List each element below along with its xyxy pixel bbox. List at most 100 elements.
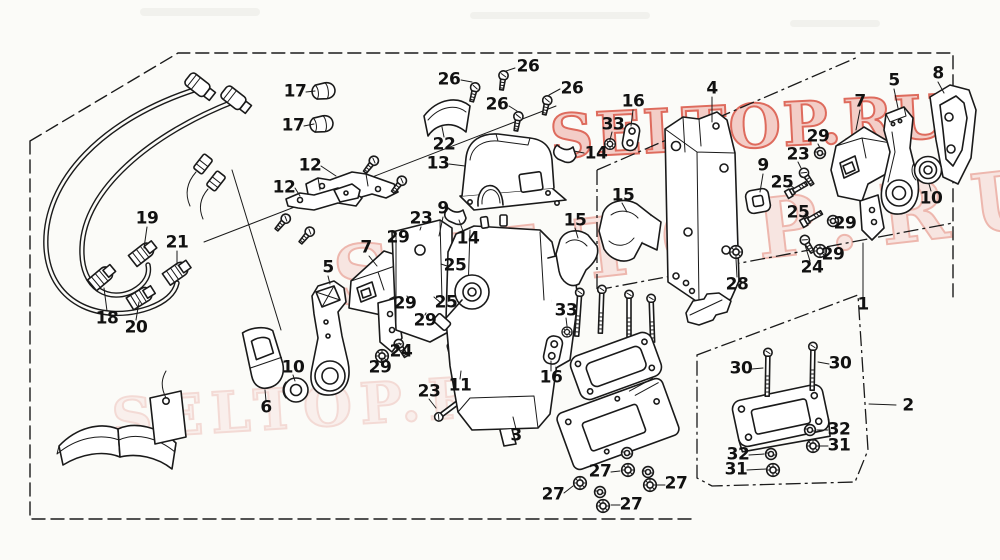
part-number-callout: 14 <box>584 143 608 164</box>
part-number-callout: 5 <box>322 257 334 278</box>
part-number-callout: 25 <box>770 172 794 193</box>
latch-plate-6 <box>241 326 285 390</box>
link-16-bottom <box>542 335 564 365</box>
grip-7-right <box>830 126 894 241</box>
part-number-callout: 33 <box>601 114 625 135</box>
tag-label <box>149 370 187 445</box>
part-number-callout: 15 <box>611 185 635 206</box>
part-number-callout: 31 <box>827 435 851 456</box>
cable-plug <box>218 83 254 117</box>
lever-5-right <box>880 106 920 215</box>
part-number-callout: 20 <box>124 317 148 338</box>
part-number-callout: 4 <box>706 78 718 99</box>
control-cables <box>43 70 254 317</box>
part-number-callout: 2 <box>902 395 914 416</box>
part-number-callout: 27 <box>619 494 643 515</box>
grommet-17 <box>308 80 337 135</box>
part-number-callout: 7 <box>854 91 866 112</box>
part-number-callout: 1 <box>857 294 869 315</box>
part-number-callout: 11 <box>448 375 472 396</box>
part-number-callout: 26 <box>485 94 509 115</box>
bracket-15b <box>555 230 599 287</box>
part-number-callout: 26 <box>437 69 461 90</box>
part-number-callout: 16 <box>621 91 645 112</box>
reference-lines <box>203 105 557 331</box>
part-number-callout: 29 <box>393 293 417 314</box>
bracket-15a <box>598 199 662 262</box>
part-number-callout: 9 <box>437 198 449 219</box>
base-plate <box>556 377 680 471</box>
link-16 <box>621 122 641 152</box>
gasket-frame <box>569 331 663 401</box>
part-number-callout: 19 <box>135 208 159 229</box>
part-number-callout: 7 <box>360 237 372 258</box>
bracket-set-12 <box>272 153 410 247</box>
part-number-callout: 23 <box>417 381 441 402</box>
connector-18 <box>86 261 119 292</box>
clip-14 <box>552 144 577 164</box>
part-number-callout: 23 <box>786 144 810 165</box>
part-number-callout: 14 <box>456 228 480 249</box>
part-number-callout: 23 <box>409 208 433 229</box>
subassembly-box-1 <box>596 56 954 291</box>
part-number-callout: 24 <box>389 341 413 362</box>
scan-artifact <box>140 8 260 16</box>
part-number-callout: 32 <box>827 419 851 440</box>
part-number-callout: 12 <box>272 177 296 198</box>
part-number-callout: 25 <box>786 202 810 223</box>
part-number-callout: 27 <box>588 461 612 482</box>
part-number-callout: 22 <box>432 134 456 155</box>
part-number-callout: 13 <box>426 153 450 174</box>
screws-26 <box>466 69 554 133</box>
part-number-callout: 18 <box>95 308 119 329</box>
part-number-callout: 6 <box>260 397 272 418</box>
scan-artifact <box>790 20 880 27</box>
part-number-callout: 30 <box>729 358 753 379</box>
part-number-callout: 16 <box>539 367 563 388</box>
part-number-callout: 17 <box>281 115 305 136</box>
knob-10-left <box>282 377 309 403</box>
part-number-callout: 10 <box>281 357 305 378</box>
cushion-9 <box>744 187 772 215</box>
part-number-callout: 27 <box>664 473 688 494</box>
cover-22 <box>423 99 471 137</box>
part-number-callout: 17 <box>283 81 307 102</box>
part-number-callout: 5 <box>888 70 900 91</box>
clip-14-mid <box>443 207 467 226</box>
part-number-callout: 21 <box>165 232 189 253</box>
cable-plug <box>182 70 218 104</box>
nut-33-bottom <box>561 326 573 338</box>
part-number-callout: 25 <box>443 255 467 276</box>
mounting-plate-4 <box>664 111 740 309</box>
scan-artifact <box>470 12 650 19</box>
lever-5-left <box>310 280 350 396</box>
part-number-callout: 3 <box>510 425 522 446</box>
part-number-callout: 29 <box>386 227 410 248</box>
part-number-callout: 24 <box>800 257 824 278</box>
leader-lines <box>103 67 945 506</box>
part-number-callout: 29 <box>833 213 857 234</box>
part-number-callout: 28 <box>725 274 749 295</box>
part-number-callout: 10 <box>919 188 943 209</box>
part-number-callout: 26 <box>560 78 584 99</box>
housing-cover-13 <box>459 133 567 211</box>
part-number-callout: 29 <box>806 126 830 147</box>
part-number-callout: 29 <box>413 310 437 331</box>
part-number-callout: 33 <box>554 300 578 321</box>
part-number-callout: 29 <box>821 244 845 265</box>
clevis-8 <box>929 84 977 185</box>
owners-manual <box>56 424 177 470</box>
part-number-callout: 32 <box>726 444 750 465</box>
housing-3 <box>391 214 579 447</box>
part-number-callout: 31 <box>724 459 748 480</box>
part-number-callout: 15 <box>563 210 587 231</box>
part-number-callout: 25 <box>434 292 458 313</box>
part-number-callout: 26 <box>516 56 540 77</box>
part-number-callout: 12 <box>298 155 322 176</box>
part-number-callout: 29 <box>368 357 392 378</box>
subassembly-box-2 <box>696 294 869 487</box>
bushing-10-right <box>911 155 943 185</box>
part-number-callout: 30 <box>828 353 852 374</box>
